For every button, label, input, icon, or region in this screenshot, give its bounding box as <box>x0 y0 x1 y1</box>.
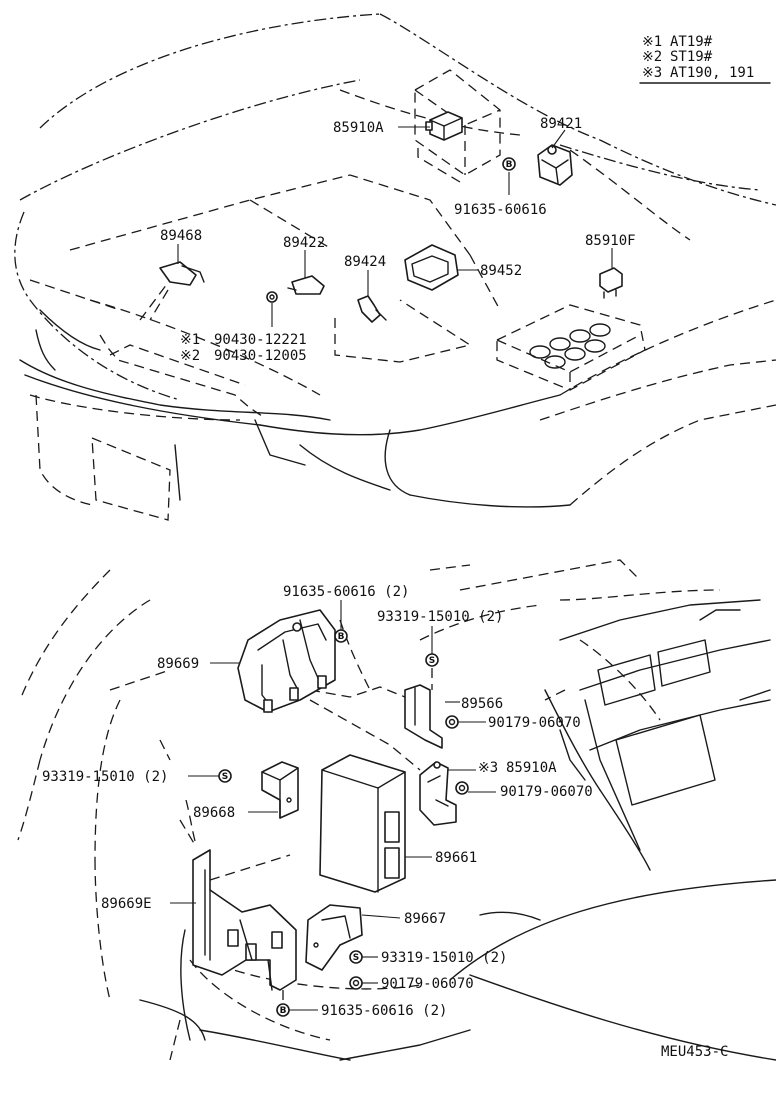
label-89566: 89566 <box>461 696 503 712</box>
connector-85910A-lower <box>419 761 476 826</box>
label-89424: 89424 <box>344 254 386 270</box>
label-91635-60616-top: 91635-60616 <box>454 202 547 218</box>
label-note-2: ※2 <box>180 348 200 364</box>
ecu-89661 <box>319 754 432 893</box>
svg-text:B: B <box>506 160 513 170</box>
label-89667: 89667 <box>404 911 446 927</box>
label-90430-12005: 90430-12005 <box>214 348 307 364</box>
upper-labels: 85910A 89421 91635-60616 89468 89422 894… <box>160 116 636 364</box>
note-3-mark: ※3 <box>642 65 662 81</box>
label-89669E: 89669E <box>101 896 152 912</box>
bracket-89669 <box>210 609 336 713</box>
module-89452 <box>404 244 478 291</box>
screw-s-icon-a: S <box>425 626 439 690</box>
note-1-mark: ※1 <box>642 34 662 50</box>
nut-icon-c <box>349 976 378 990</box>
label-89452: 89452 <box>480 263 522 279</box>
label-85910A: 85910A <box>333 120 384 136</box>
bracket-89669E <box>170 849 297 991</box>
label-90179-06070-a: 90179-06070 <box>488 715 581 731</box>
screw-s-icon-b: S <box>188 769 232 783</box>
svg-text:B: B <box>338 632 345 642</box>
drawing-code: MEU453-C <box>661 1044 728 1060</box>
note-2-mark: ※2 <box>642 49 662 65</box>
nut-icon-b <box>455 781 496 795</box>
label-89661: 89661 <box>435 850 477 866</box>
label-91635-60616-a: 91635-60616 (2) <box>283 584 409 600</box>
label-85910F: 85910F <box>585 233 636 249</box>
label-91635-60616-b: 91635-60616 (2) <box>321 1003 447 1019</box>
svg-text:S: S <box>222 772 228 782</box>
bracket-89667 <box>305 904 401 971</box>
nut-icon-a <box>445 715 486 729</box>
sensor-89424 <box>334 270 472 363</box>
label-90179-06070-b: 90179-06070 <box>500 784 593 800</box>
relay-85910A <box>425 111 463 141</box>
notes-legend: ※1 AT19# ※2 ST19# ※3 AT190, 191 <box>639 34 771 84</box>
label-85910A-lower: 85910A <box>506 760 557 776</box>
sensor-89468 <box>149 244 205 321</box>
bolt-b-icon-bottom: B <box>276 990 318 1017</box>
label-89669: 89669 <box>157 656 199 672</box>
sensor-89422 <box>287 250 325 295</box>
svg-text:B: B <box>280 1006 287 1016</box>
label-93319-15010-a: 93319-15010 (2) <box>377 609 503 625</box>
label-note-3: ※3 <box>478 760 498 776</box>
note-1-text: AT19# <box>670 34 713 50</box>
label-90430-12221: 90430-12221 <box>214 332 307 348</box>
note-2-text: ST19# <box>670 49 713 65</box>
bracket-89566 <box>404 684 460 749</box>
lower-labels: 91635-60616 (2) 93319-15010 (2) 89669 89… <box>42 584 593 1019</box>
label-93319-15010-c: 93319-15010 (2) <box>381 950 507 966</box>
label-89421: 89421 <box>540 116 582 132</box>
label-93319-15010-b: 93319-15010 (2) <box>42 769 168 785</box>
bolt-b-icon-top: B <box>502 157 516 195</box>
svg-text:S: S <box>353 953 359 963</box>
car-body-upper <box>14 13 776 521</box>
bolt-b-icon-89669: B <box>334 600 348 643</box>
relay-housing <box>414 69 501 183</box>
fuse-block <box>496 304 646 391</box>
connector-89421 <box>537 129 573 186</box>
note-3-text: AT190, 191 <box>670 65 754 81</box>
bracket-89668 <box>248 761 299 819</box>
label-90179-06070-c: 90179-06070 <box>381 976 474 992</box>
label-89422: 89422 <box>283 235 325 251</box>
car-body-lower <box>17 559 776 1061</box>
screw-s-icon-c: S <box>349 950 378 964</box>
label-89668: 89668 <box>193 805 235 821</box>
washer-icon <box>266 291 278 327</box>
label-note-1: ※1 <box>180 332 200 348</box>
relay-85910F <box>599 248 623 299</box>
svg-text:S: S <box>429 656 435 666</box>
label-89468: 89468 <box>160 228 202 244</box>
